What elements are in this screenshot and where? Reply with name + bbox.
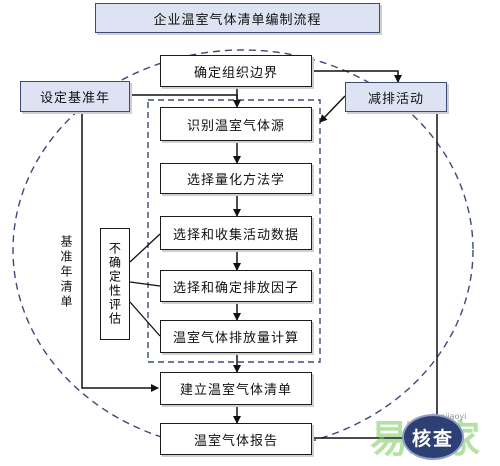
step-collect-activity-data: 选择和收集活动数据 [160, 216, 312, 250]
uncertainty-assessment-box: 不确定性评估 [100, 228, 130, 340]
step-quantification-method: 选择量化方法学 [160, 163, 312, 194]
arrow-reduction-identify [319, 95, 346, 123]
step-boundary: 确定组织边界 [160, 55, 312, 87]
base-year-box: 设定基准年 [20, 81, 130, 112]
step-ghg-report: 温室气体报告 [160, 423, 312, 455]
verification-badge: 核查 [402, 414, 464, 460]
uncertainty-assessment-label: 不确定性评估 [107, 242, 122, 326]
step-emission-factor: 选择和确定排放因子 [160, 270, 312, 302]
step-identify-sources: 识别温室气体源 [160, 107, 312, 141]
uncertainty-link-calc [129, 301, 161, 337]
step-emission-calculation: 温室气体排放量计算 [160, 320, 312, 353]
uncertainty-link-collect [129, 233, 161, 263]
step-build-inventory: 建立温室气体清单 [160, 372, 312, 405]
page-title: 企业温室气体清单编制流程 [95, 3, 380, 33]
arrow-baseyear-inventory [81, 112, 159, 392]
arrow-baseyear-identify [130, 94, 238, 105]
uncertainty-link-factor [129, 281, 161, 287]
arrow-boundary-reduction [312, 70, 402, 83]
base-year-inventory-label: 基准年清单 [59, 235, 73, 310]
reduction-activity-box: 减排活动 [345, 82, 447, 112]
